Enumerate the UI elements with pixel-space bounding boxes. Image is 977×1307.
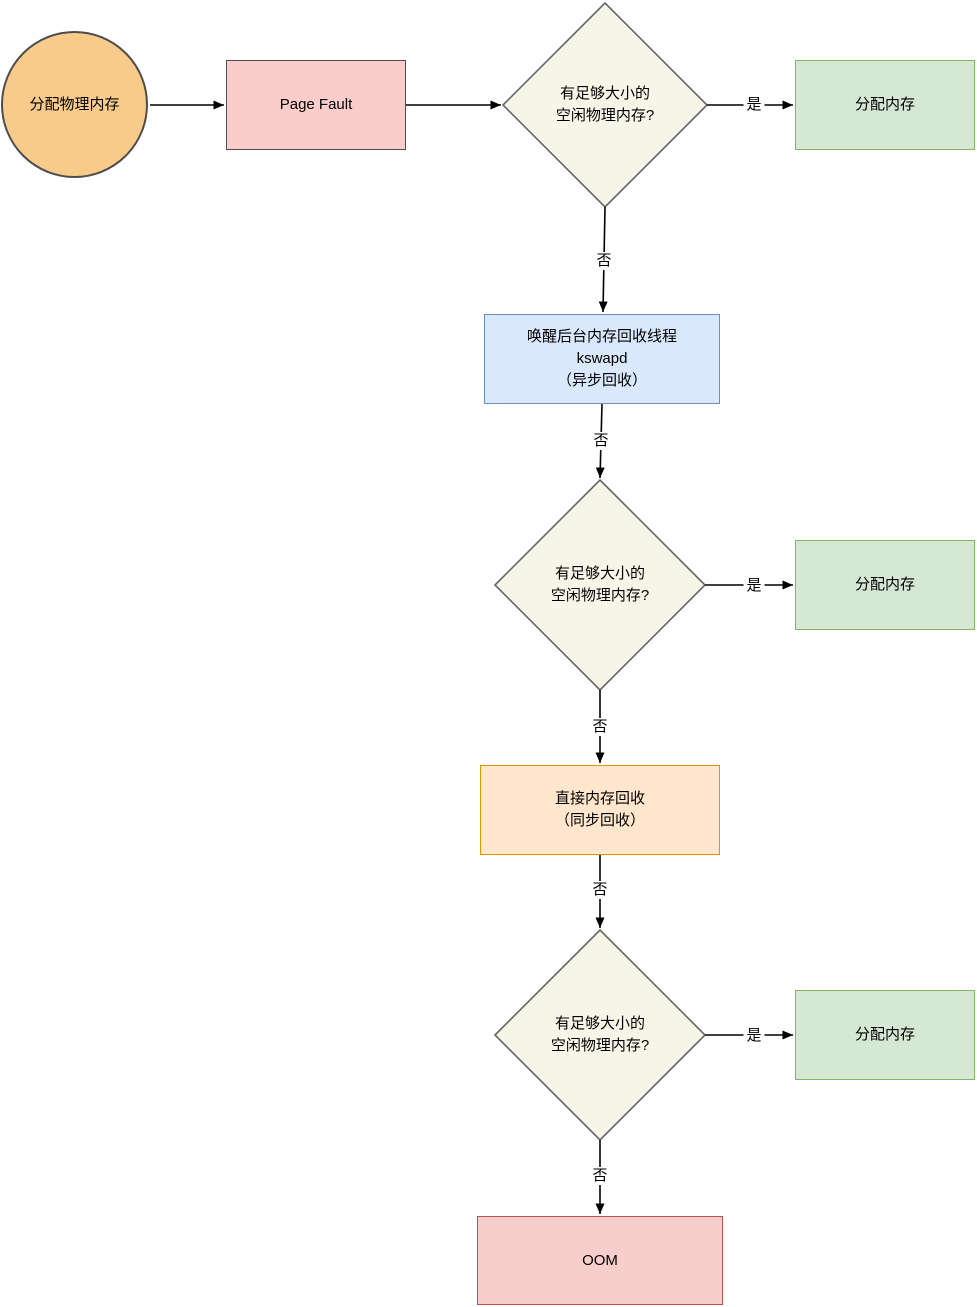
kswapd-async-reclaim-node: 唤醒后台内存回收线程 kswapd （异步回收） <box>484 314 720 404</box>
edge-label-yes-3: 是 <box>743 1027 765 1045</box>
edge-label-yes-1: 是 <box>743 96 765 114</box>
edge-label-no-1: 否 <box>593 252 615 270</box>
decision-1-diamond <box>501 1 709 209</box>
oom-node: OOM <box>477 1216 723 1305</box>
edge-label-no-3: 否 <box>589 718 611 736</box>
edge-label-no-5: 否 <box>589 1167 611 1185</box>
start-node-allocate-physical-memory: 分配物理内存 <box>1 31 148 178</box>
edge-label-no-4: 否 <box>589 881 611 899</box>
edge-label-no-2: 否 <box>590 432 612 450</box>
allocate-memory-node-3: 分配内存 <box>795 990 975 1080</box>
page-fault-node: Page Fault <box>226 60 406 150</box>
allocate-memory-node-2: 分配内存 <box>795 540 975 630</box>
direct-reclaim-sync-node: 直接内存回收 （同步回收） <box>480 765 720 855</box>
edge-label-yes-2: 是 <box>743 577 765 595</box>
decision-2-diamond <box>493 478 707 692</box>
allocate-memory-node-1: 分配内存 <box>795 60 975 150</box>
decision-3-diamond <box>493 928 707 1142</box>
